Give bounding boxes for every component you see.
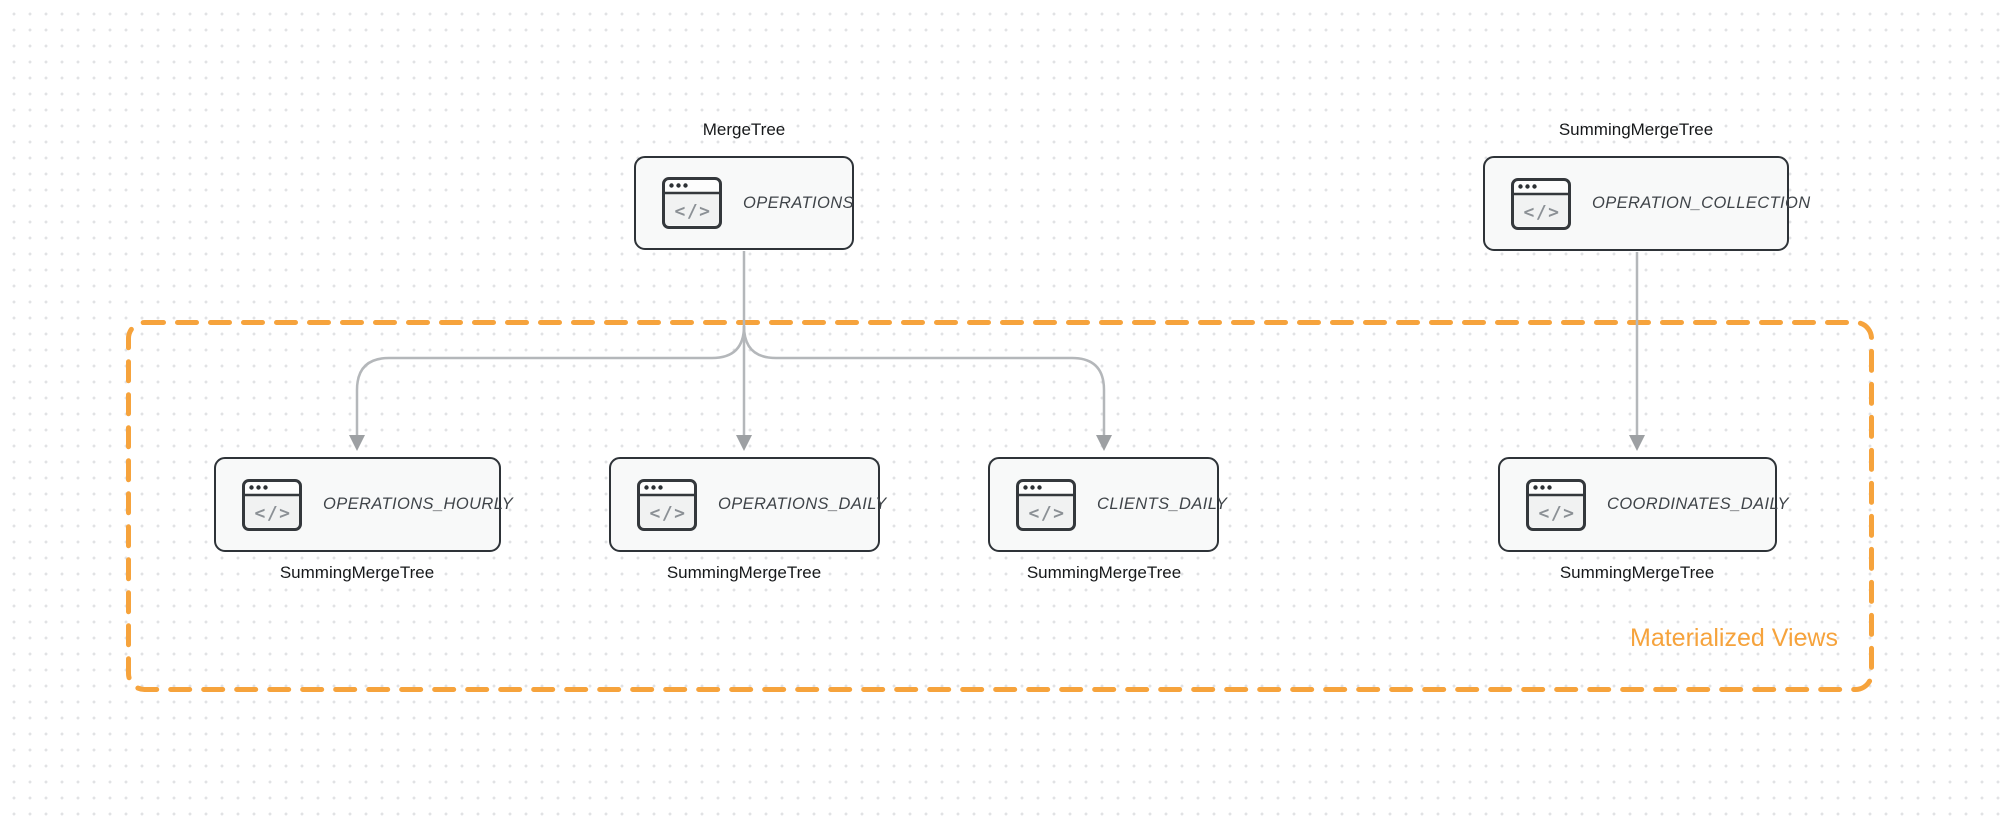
table-name: OPERATIONS_DAILY xyxy=(718,495,887,513)
code-window-icon: </> xyxy=(1526,478,1586,531)
node-operations-daily[interactable]: </> OPERATIONS_DAILY xyxy=(609,457,886,552)
node-operations-hourly[interactable]: </> OPERATIONS_HOURLY xyxy=(214,457,513,552)
table-name: OPERATIONS xyxy=(743,193,854,212)
node-coordinates-daily[interactable]: </> COORDINATES_DAILY xyxy=(1498,457,1789,552)
code-window-icon: </> xyxy=(242,478,302,531)
materialized-views-group-label: Materialized Views xyxy=(1630,624,1838,652)
engine-label-coordinates-daily: SummingMergeTree xyxy=(1559,563,1715,582)
code-window-icon: </> xyxy=(1511,177,1571,230)
svg-text:</>: </> xyxy=(674,201,711,222)
engine-label-operations-hourly: SummingMergeTree xyxy=(279,563,435,582)
svg-text:</>: </> xyxy=(254,503,291,524)
code-window-icon: </> xyxy=(1016,478,1076,531)
edge-operations-to-operations-hourly xyxy=(355,325,746,437)
arrowhead-icon xyxy=(349,435,365,451)
engine-label-operations: MergeTree xyxy=(702,120,786,139)
code-window-icon: </> xyxy=(662,177,722,229)
table-name: OPERATION_COLLECTION xyxy=(1592,194,1811,212)
edge-lines xyxy=(355,251,1639,437)
code-window-icon: </> xyxy=(637,478,697,531)
edge-operations-to-clients-daily xyxy=(742,325,1106,437)
svg-text:</>: </> xyxy=(1523,202,1560,223)
edge-arrowheads xyxy=(349,435,1645,451)
arrowhead-icon xyxy=(1096,435,1112,451)
node-operations[interactable]: </> OPERATIONS xyxy=(634,156,854,250)
svg-text:</>: </> xyxy=(649,503,686,524)
engine-label-operation-collection: SummingMergeTree xyxy=(1558,120,1714,139)
node-operation-collection[interactable]: </> OPERATION_COLLECTION xyxy=(1483,156,1810,251)
node-clients-daily[interactable]: </> CLIENTS_DAILY xyxy=(988,457,1227,552)
engine-label-clients-daily: SummingMergeTree xyxy=(1026,563,1182,582)
table-name: CLIENTS_DAILY xyxy=(1097,495,1228,513)
engine-label-operations-daily: SummingMergeTree xyxy=(666,563,822,582)
table-name: COORDINATES_DAILY xyxy=(1607,495,1789,513)
arrowhead-icon xyxy=(1629,435,1645,451)
table-name: OPERATIONS_HOURLY xyxy=(323,495,514,513)
arrowhead-icon xyxy=(736,435,752,451)
svg-text:</>: </> xyxy=(1538,503,1575,524)
svg-text:</>: </> xyxy=(1028,503,1065,524)
